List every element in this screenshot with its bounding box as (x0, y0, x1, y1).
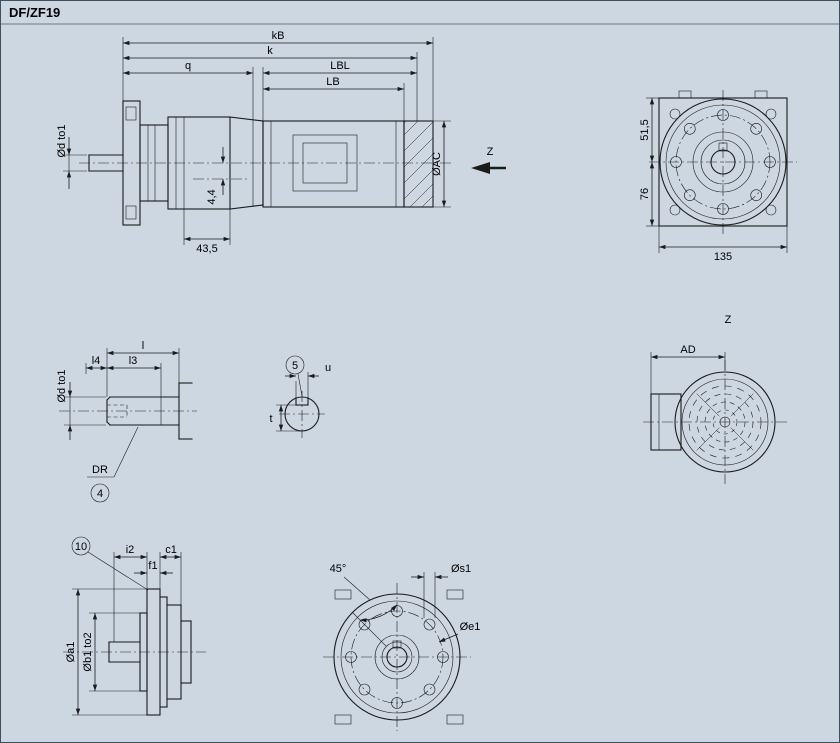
dim-label-ad: AD (680, 344, 695, 356)
dim-label-lbl: LBL (330, 60, 350, 72)
dim-label-k: k (267, 45, 273, 57)
dim-label-offset: 4,4 (206, 189, 218, 204)
dim-label-t: t (269, 413, 272, 425)
dim-label-b1: Øb1 to2 (82, 632, 94, 671)
view-direction-arrow-icon (471, 162, 490, 174)
dim-label-motor-dia: ØAC (431, 152, 443, 176)
dim-label-135: 135 (714, 251, 732, 263)
dim-label-i2: i2 (126, 544, 135, 556)
note-10-label: 10 (75, 541, 87, 553)
keyway-section-view: 5 u t (269, 355, 331, 438)
dim-label-kb: kB (272, 30, 285, 42)
dim-label-l: l (142, 340, 144, 352)
dim-label-f1: f1 (148, 560, 157, 572)
note-4-circle (90, 483, 110, 503)
dim-label-a1: Øa1 (65, 642, 77, 663)
dim-label-l4: l4 (92, 355, 101, 367)
dim-label-76: 76 (639, 188, 651, 200)
dim-label-u: u (325, 362, 331, 374)
dim-label-foot: 43,5 (196, 243, 217, 255)
dim-label-c1: c1 (165, 544, 177, 556)
dim-label-shaft-dia: Ød to1 (56, 124, 68, 157)
shaft-detail-view: l l4 l3 Ød to1 DR 4 (56, 340, 197, 503)
drawing-title: DF/ZF19 (9, 5, 61, 20)
dim-label-s1: Øs1 (451, 563, 471, 575)
dim-label-shaft-dia-detail: Ød to1 (56, 369, 68, 402)
dim-label-lb: LB (326, 76, 339, 88)
dim-label-515: 51,5 (639, 119, 651, 140)
flange-face-view: 51,5 76 135 (639, 90, 797, 263)
side-view: kB k q LBL LB Ød to1 ØAC 4,4 (56, 30, 506, 255)
dim-label-l3: l3 (129, 355, 138, 367)
dr-label: DR (92, 464, 108, 476)
dim-label-45deg: 45° (330, 563, 347, 575)
rear-view-z-label: Z (725, 314, 732, 326)
dim-label-e1: Øe1 (460, 621, 481, 633)
dim-label-q: q (185, 60, 191, 72)
rear-fan-view: Z AD (643, 314, 789, 484)
output-flange-side-view: 10 i2 c1 f1 Øa1 Øb1 to2 (63, 536, 206, 716)
note-5-label: 5 (292, 360, 298, 372)
note-10-circle (71, 536, 91, 556)
note-4-label: 4 (97, 488, 103, 500)
output-flange-front-view: 45° Øs1 Øe1 (323, 563, 480, 731)
view-z-label: Z (487, 146, 494, 158)
